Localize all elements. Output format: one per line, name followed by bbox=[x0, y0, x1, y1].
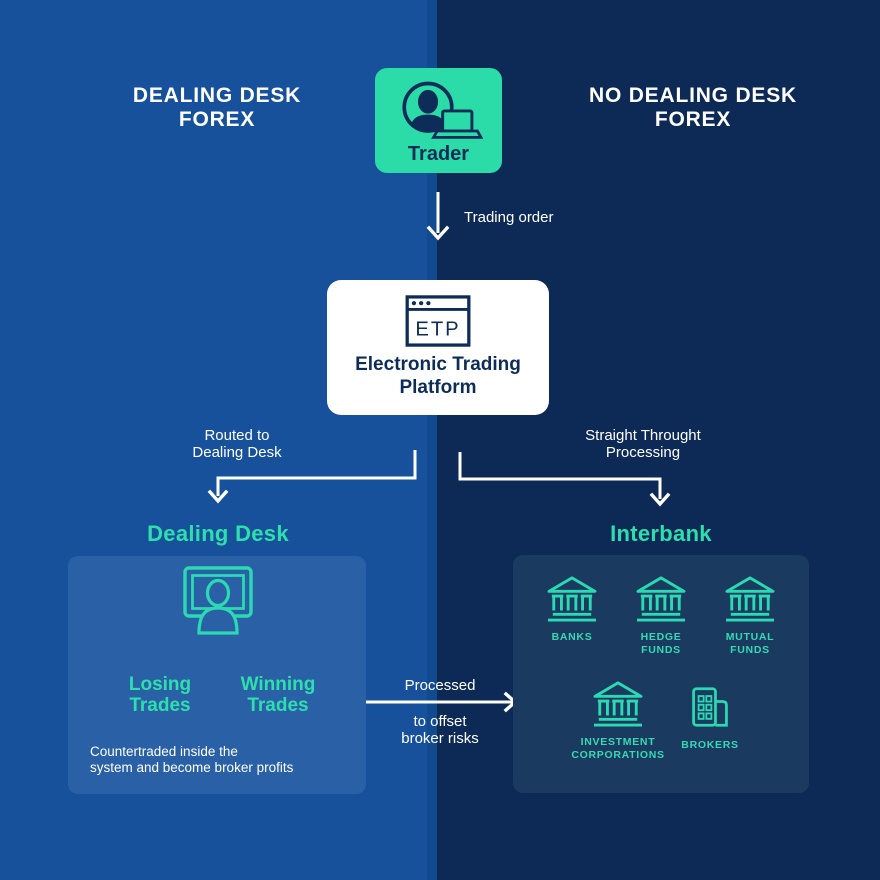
countertraded-note: Countertraded inside the system and beco… bbox=[90, 744, 294, 775]
office-building-icon bbox=[692, 687, 728, 727]
etp-node: ETP Electronic Trading Platform bbox=[327, 280, 549, 415]
bank-icon bbox=[636, 576, 686, 622]
interbank-panel: BANKS HEDGE FUNDS bbox=[513, 555, 809, 793]
right-section-title: NO DEALING DESK FOREX bbox=[588, 84, 797, 131]
etp-icon-label: ETP bbox=[415, 318, 460, 340]
etp-title: Electronic Trading Platform bbox=[355, 354, 521, 398]
bank-icon bbox=[547, 576, 597, 622]
trader-at-laptop-icon bbox=[401, 81, 483, 139]
interbank-member-investment-corporations: INVESTMENT CORPORATIONS bbox=[553, 680, 683, 762]
interbank-heading: Interbank bbox=[610, 521, 712, 546]
interbank-member-hedge-funds: HEDGE FUNDS bbox=[633, 575, 689, 657]
bank-icon bbox=[593, 681, 643, 727]
offset-label: to offset broker risks bbox=[401, 713, 479, 747]
member-label: INVESTMENT CORPORATIONS bbox=[571, 736, 665, 761]
processed-label: Processed bbox=[404, 677, 476, 694]
losing-trades-label: Losing Trades bbox=[128, 674, 192, 716]
left-section-title: DEALING DESK FOREX bbox=[132, 84, 302, 131]
member-label: BROKERS bbox=[681, 739, 739, 751]
dealing-desk-heading: Dealing Desk bbox=[147, 521, 289, 546]
divider-shade bbox=[427, 0, 437, 880]
straight-through-label: Straight Throught Processing bbox=[585, 427, 701, 461]
winning-trades-label: Winning Trades bbox=[240, 674, 316, 716]
bank-icon bbox=[725, 576, 775, 622]
member-label: HEDGE FUNDS bbox=[640, 631, 682, 656]
routed-label: Routed to Dealing Desk bbox=[192, 427, 282, 461]
interbank-member-brokers: BROKERS bbox=[681, 686, 739, 752]
trading-order-label: Trading order bbox=[464, 209, 554, 226]
dealer-monitor-icon bbox=[183, 566, 253, 635]
interbank-member-banks: BANKS bbox=[544, 575, 600, 644]
dealing-desk-panel: Losing Trades Winning Trades Countertrad… bbox=[68, 556, 366, 794]
member-label: BANKS bbox=[551, 631, 593, 643]
member-label: MUTUAL FUNDS bbox=[725, 631, 775, 656]
trader-label: Trader bbox=[407, 143, 470, 165]
trader-node: Trader bbox=[375, 68, 502, 173]
browser-window-icon: ETP bbox=[405, 295, 471, 347]
interbank-member-mutual-funds: MUTUAL FUNDS bbox=[722, 575, 778, 657]
